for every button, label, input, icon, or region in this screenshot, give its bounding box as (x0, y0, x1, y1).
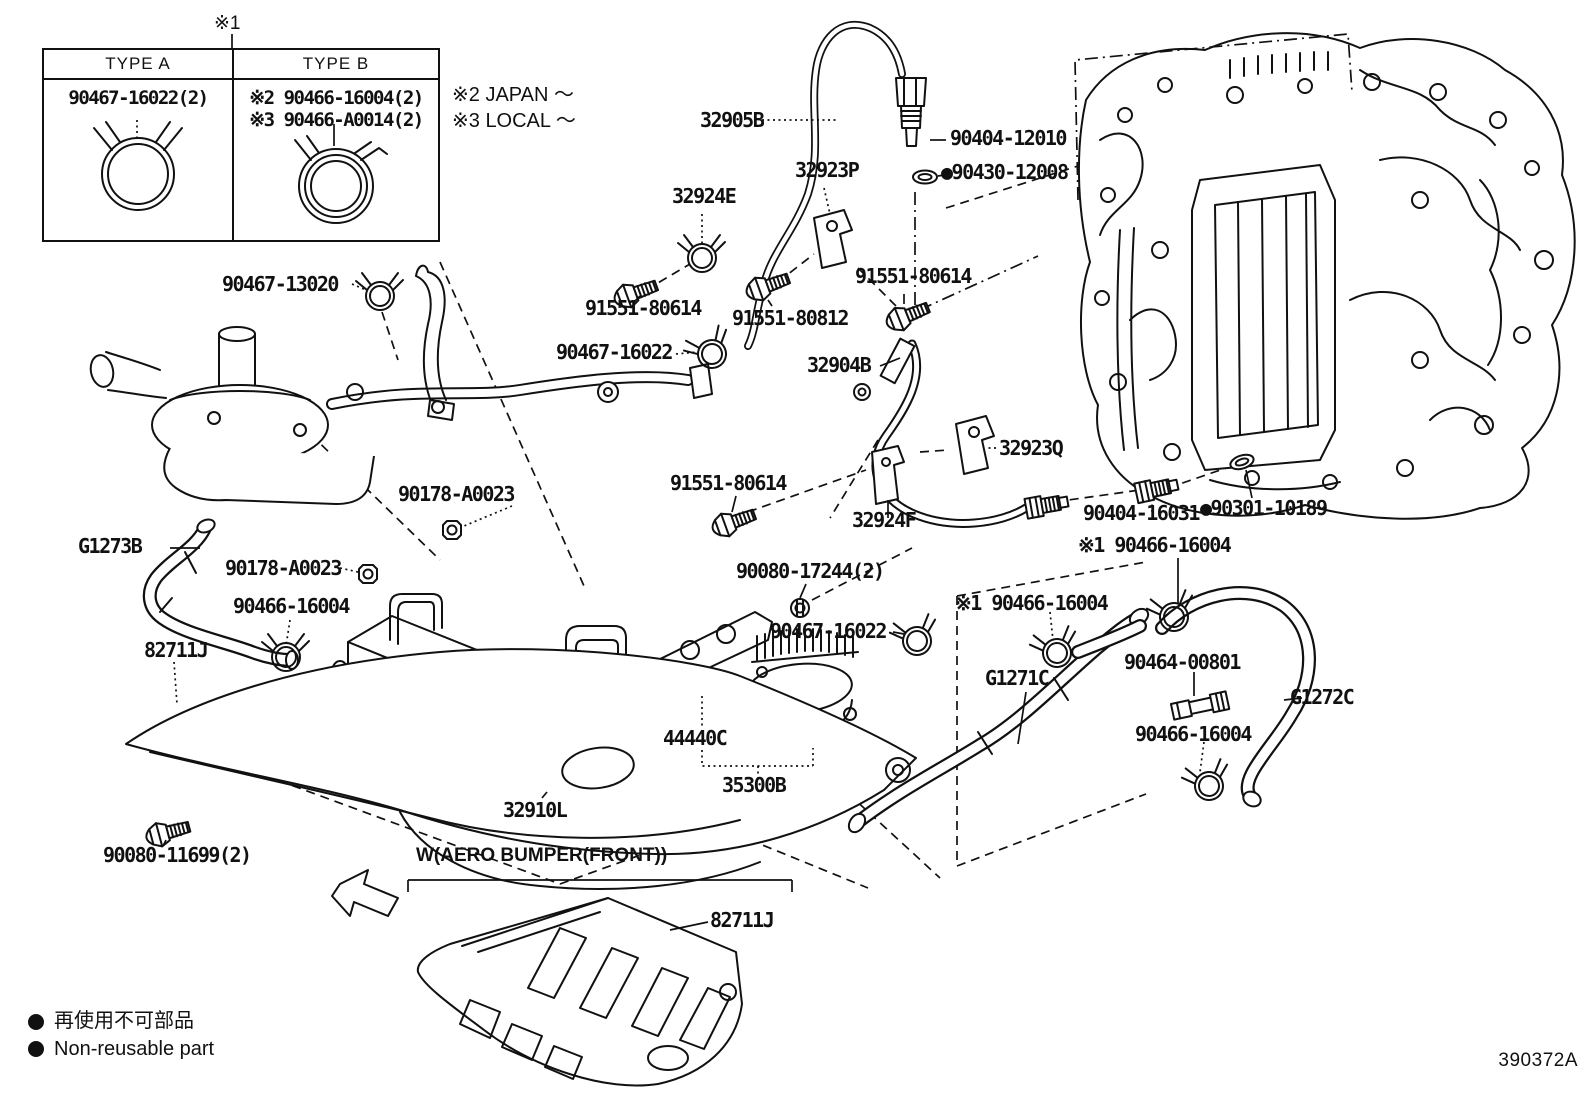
legend-row-en: Non-reusable part (28, 1036, 214, 1064)
part-label: 90080-11699(2) (103, 843, 252, 867)
part-label: 32924E (672, 184, 737, 208)
part-label: 35300B (722, 773, 787, 797)
air-deflector-art (125, 648, 917, 890)
part-label: ※1 90466-16004 (955, 591, 1109, 615)
part-label: G1272C (1290, 685, 1355, 709)
part-number: ※2 90466-16004(2) (249, 87, 424, 109)
oil-cooler-tube-art (748, 25, 1257, 524)
part-label: 82711J (144, 638, 209, 662)
part-label: 32924F (852, 508, 917, 532)
part-label: 32904B (807, 353, 872, 377)
legend-text-jp: 再使用不可部品 (54, 1010, 194, 1032)
table-header-type-a: TYPE A (44, 50, 234, 80)
part-label: G1273B (78, 534, 143, 558)
leader-lines (136, 34, 1303, 931)
hoses-right-art (847, 593, 1309, 834)
hose-clamp-type-a-icon (93, 120, 183, 211)
transmission-art (1077, 32, 1576, 520)
part-label: 90467-16022 (556, 340, 673, 364)
part-label: 90404-12010 (950, 126, 1067, 150)
table-cell-type-b: ※2 90466-16004(2) ※3 90466-A0014(2) (234, 80, 438, 240)
part-label: 90178-A0023 (398, 482, 515, 506)
part-label: 90404-16031 (1083, 501, 1200, 525)
part-label: ※1 90466-16004 (1078, 533, 1232, 557)
part-label: 91551-80614 (670, 471, 787, 495)
part-label: ●90430-12008 (941, 160, 1069, 184)
non-reusable-dot-icon (28, 1013, 44, 1030)
non-reusable-dot-icon (28, 1041, 44, 1058)
water-pump-art (89, 264, 871, 505)
part-number: 90467-16022(2) (68, 87, 209, 109)
part-number: ※3 90466-A0014(2) (249, 108, 424, 131)
clamp-type-table: TYPE A TYPE B 90467-16022(2) ※2 90466-16… (42, 48, 440, 242)
part-label: 32910L (503, 798, 568, 822)
part-label: G1271C (985, 666, 1050, 690)
part-label: 90467-13020 (222, 272, 339, 296)
part-label: 91551-80812 (732, 306, 849, 330)
part-label: 90467-16022 (770, 619, 887, 643)
air-duct-art (331, 869, 793, 1087)
part-label: 82711J (710, 908, 775, 932)
legend: 再使用不可部品 Non-reusable part (28, 1008, 214, 1063)
table-cell-type-a: 90467-16022(2) (44, 80, 234, 240)
table-header-type-b: TYPE B (234, 50, 438, 80)
part-label: 32923Q (999, 436, 1064, 460)
diagram-number: 390372A (1498, 1050, 1578, 1071)
legend-row-jp: 再使用不可部品 (28, 1008, 214, 1036)
part-label: 32923P (795, 158, 860, 182)
legend-text-en: Non-reusable part (54, 1037, 215, 1060)
part-label: 90178-A0023 (225, 556, 342, 580)
part-label: 90464-00801 (1124, 650, 1241, 674)
part-label: 90080-17244(2) (736, 559, 885, 583)
part-label: 44440C (663, 726, 728, 750)
part-label: 32905B (700, 108, 765, 132)
part-label: 91551-80614 (855, 264, 972, 288)
part-label: 90466-16004 (233, 594, 350, 618)
part-label: 90466-16004 (1135, 722, 1252, 746)
fasteners-art (142, 234, 1236, 851)
note-local: ※3 LOCAL ～ (452, 110, 576, 132)
table-marker: ※1 (214, 13, 241, 34)
note-japan: ※2 JAPAN ～ (452, 84, 574, 106)
hose-clamp-type-b-icon (294, 134, 388, 224)
part-label: W(AERO BUMPER(FRONT)) (416, 845, 668, 866)
part-label: 91551-80614 (585, 296, 702, 320)
part-label: ●90301-10189 (1200, 496, 1328, 520)
